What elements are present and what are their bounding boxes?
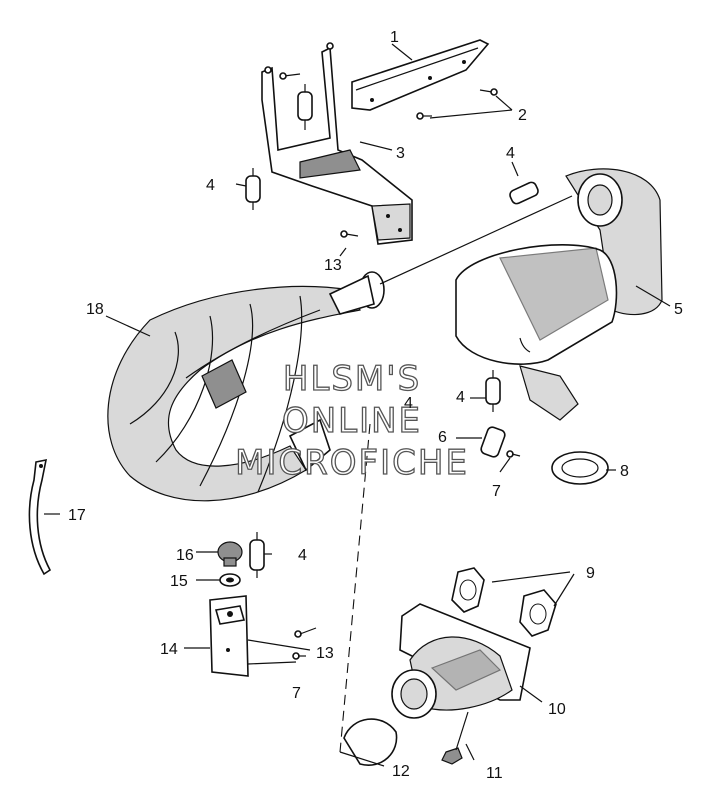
part-9-gaskets	[451, 567, 557, 637]
part-6-plate	[480, 426, 506, 458]
callout-4-lower: 4	[298, 547, 307, 564]
callout-9: 9	[586, 565, 595, 582]
callout-7-right: 7	[492, 483, 501, 500]
fastener-screws	[279, 72, 521, 660]
part-18-expansion-chamber	[107, 271, 385, 502]
callout-labels: 1 2 3 4 4 4 4 4 5 6 7 7 8 9 10 11 12 13 …	[68, 29, 683, 782]
part-4-isolator-right	[509, 181, 539, 205]
callout-14: 14	[160, 641, 178, 658]
callout-16: 16	[176, 547, 194, 564]
callout-4-left: 4	[206, 177, 215, 194]
callout-11: 11	[486, 765, 503, 782]
watermark-line-3: MICROFICHE	[235, 443, 469, 483]
callout-18: 18	[86, 301, 104, 318]
callout-5: 5	[674, 301, 683, 318]
callout-8: 8	[620, 463, 629, 480]
part-4-isolator-upper	[297, 84, 313, 130]
callout-4-center: 4	[404, 395, 413, 412]
callout-4-top-right: 4	[506, 145, 515, 162]
part-12-seal	[343, 718, 398, 766]
part-15-washer	[219, 573, 241, 587]
part-14-mount-bracket	[209, 595, 249, 677]
watermark-line-2: ONLINE	[282, 401, 422, 441]
callout-15: 15	[170, 573, 188, 590]
watermark-line-1: HLSM'S	[283, 359, 421, 399]
part-16-cap	[217, 541, 243, 567]
part-17-strap	[28, 458, 52, 576]
part-1-heat-shield	[351, 39, 490, 111]
callout-3: 3	[396, 145, 405, 162]
part-10-manifold	[391, 603, 531, 719]
callout-6: 6	[438, 429, 447, 446]
callout-13-lower: 13	[316, 645, 334, 662]
callout-1: 1	[390, 29, 399, 46]
callout-12: 12	[392, 763, 410, 780]
callout-10: 10	[548, 701, 566, 718]
callout-7-lower: 7	[292, 685, 301, 702]
part-4-isolator-mid	[485, 370, 501, 412]
callout-2: 2	[518, 107, 527, 124]
watermark: HLSM'S ONLINE MICROFICHE	[234, 358, 469, 483]
leader-lines	[44, 43, 671, 767]
part-4-isolator-lower	[249, 532, 265, 578]
part-5-muffler	[455, 168, 663, 421]
callout-4-mid: 4	[456, 389, 465, 406]
part-4-isolator-left	[245, 168, 261, 210]
part-8-gasket	[551, 451, 609, 485]
part-11-bolt	[441, 711, 469, 765]
callout-13-upper: 13	[324, 257, 342, 274]
part-3-bracket	[261, 42, 413, 245]
callout-17: 17	[68, 507, 86, 524]
